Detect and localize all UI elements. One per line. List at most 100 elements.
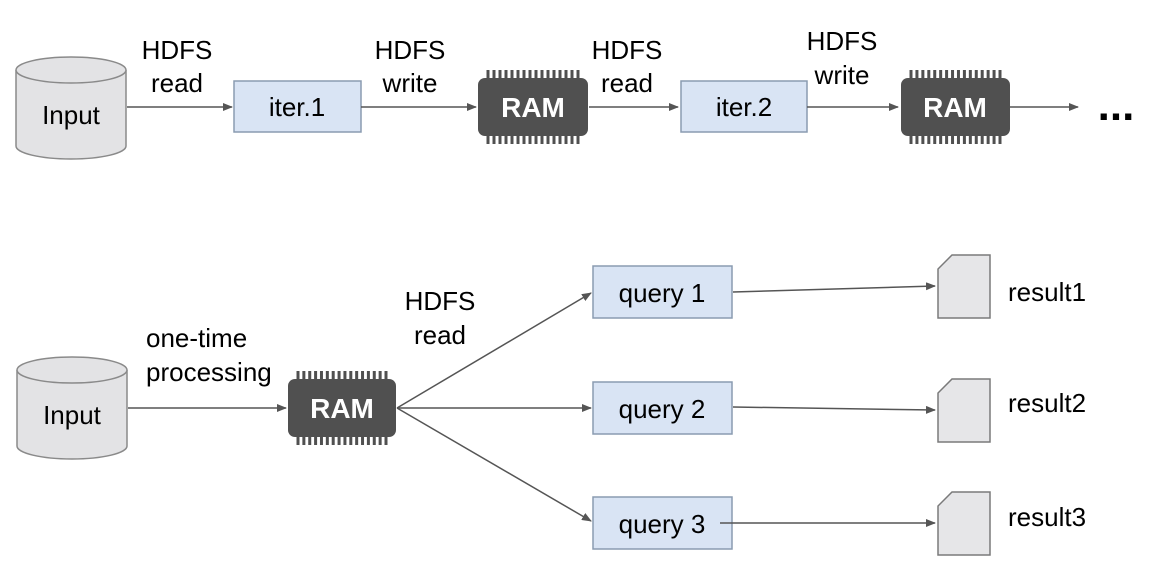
ram-pin (510, 135, 514, 144)
result-3-document-icon (937, 491, 991, 556)
ram-pin (980, 135, 984, 144)
top-hdfs-read-2-line2: read (601, 68, 653, 98)
ram-pin (915, 135, 919, 144)
top-ram-2-label: RAM (923, 92, 987, 123)
ram-pin (528, 135, 532, 144)
ram-pin (564, 135, 568, 144)
ram-pin (540, 70, 544, 79)
ram-pin (921, 70, 925, 79)
arrow-query1-to-result1 (732, 282, 936, 293)
ram-pin (510, 70, 514, 79)
ram-pin (378, 371, 382, 380)
top-iter1-box: iter.1 (233, 80, 362, 133)
ram-pin (522, 70, 526, 79)
ram-pin (308, 371, 312, 380)
top-hdfs-read-1-line1: HDFS (142, 35, 213, 65)
ram-pin (980, 70, 984, 79)
ram-pin (302, 371, 306, 380)
ram-pin (492, 135, 496, 144)
ram-pin (974, 135, 978, 144)
query-3-box: query 3 (592, 496, 733, 550)
ram-pin (540, 135, 544, 144)
ram-pin (968, 70, 972, 79)
result-1-document-icon (937, 254, 991, 319)
ram-pin (986, 135, 990, 144)
ram-pin (909, 135, 913, 144)
ram-pin (945, 70, 949, 79)
result-2-label: result2 (1008, 388, 1086, 418)
ram-pin (558, 70, 562, 79)
bottom-arrow-ram-to-query1 (396, 292, 592, 409)
ram-pin (933, 135, 937, 144)
ram-pin (337, 436, 341, 445)
top-iter2-box: iter.2 (680, 80, 808, 133)
ram-pin (962, 70, 966, 79)
ram-pin (998, 70, 1002, 79)
top-hdfs-write-2-line1: HDFS (807, 26, 878, 56)
ram-pin (504, 135, 508, 144)
ram-pin (498, 135, 502, 144)
ram-pin (384, 436, 388, 445)
ram-pin (504, 70, 508, 79)
ram-pin (314, 436, 318, 445)
bottom-arrow-ram-to-query3 (396, 407, 592, 522)
bottom-processing-line2: processing (146, 357, 272, 387)
ram-pin (372, 436, 376, 445)
ram-pin (915, 70, 919, 79)
top-hdfs-write-1-line2: write (382, 68, 438, 98)
ram-pin (349, 371, 353, 380)
ram-pin (558, 135, 562, 144)
ram-pin (366, 436, 370, 445)
ram-pin (516, 70, 520, 79)
bottom-ram-label: RAM (310, 393, 374, 424)
ram-pin (302, 436, 306, 445)
query-2-label: query 2 (619, 394, 706, 424)
result-3-label: result3 (1008, 502, 1086, 532)
ram-pin (319, 436, 323, 445)
ram-pin (492, 70, 496, 79)
ram-pin (570, 70, 574, 79)
ram-pin (498, 70, 502, 79)
ram-pin (956, 135, 960, 144)
ram-pin (361, 371, 365, 380)
ram-pin (534, 70, 538, 79)
top-hdfs-read-1-line2: read (151, 68, 203, 98)
ram-pin (314, 371, 318, 380)
ram-pin (331, 436, 335, 445)
ram-pin (355, 371, 359, 380)
ram-pin (516, 135, 520, 144)
ram-pin (945, 135, 949, 144)
ram-pin (921, 135, 925, 144)
bottom-hdfs-read-line2: read (414, 320, 466, 350)
top-hdfs-read-2-line1: HDFS (592, 35, 663, 65)
ram-pin (992, 135, 996, 144)
ram-pin (296, 436, 300, 445)
ram-pin (349, 436, 353, 445)
ram-pin (570, 135, 574, 144)
ram-pin (974, 70, 978, 79)
ram-pin (927, 70, 931, 79)
bottom-hdfs-read-line1: HDFS (405, 286, 476, 316)
ram-pin (337, 371, 341, 380)
ram-pin (939, 70, 943, 79)
top-iter2-label: iter.2 (716, 92, 772, 122)
ram-pin (951, 70, 955, 79)
ram-body (288, 379, 396, 437)
ram-pin (986, 70, 990, 79)
top-iter1-label: iter.1 (269, 92, 325, 122)
ram-pin (296, 371, 300, 380)
ram-pin (576, 70, 580, 79)
top-input-label: Input (42, 100, 101, 130)
bottom-processing-line1: one-time (146, 323, 247, 353)
ram-pin (355, 436, 359, 445)
ram-pin (343, 371, 347, 380)
bottom-input-label: Input (43, 400, 102, 430)
ram-pin (968, 135, 972, 144)
ram-pin (522, 135, 526, 144)
top-ram-1-chip-icon: RAM (478, 70, 588, 144)
ram-pin (325, 436, 329, 445)
query-1-label: query 1 (619, 278, 706, 308)
ram-pin (939, 135, 943, 144)
ram-body (478, 78, 588, 136)
